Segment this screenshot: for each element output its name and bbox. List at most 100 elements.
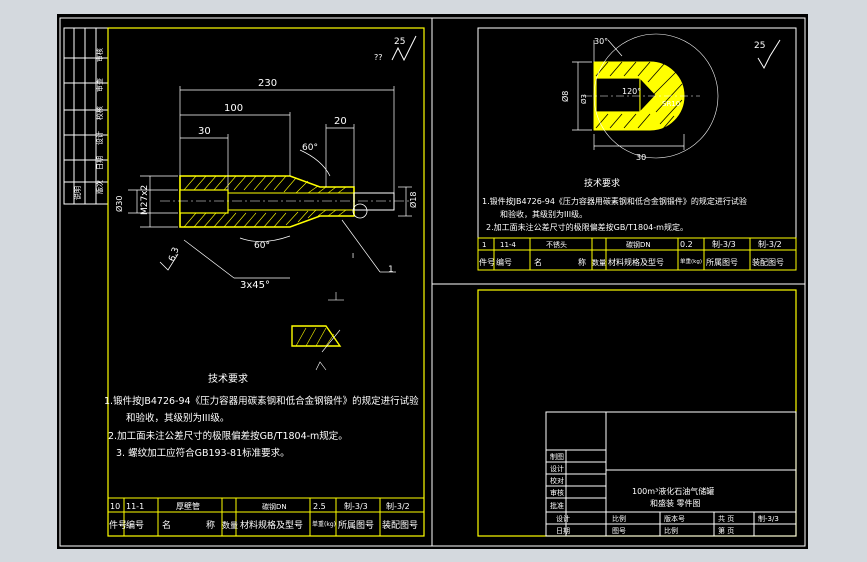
- dim-section-mark: 1: [388, 265, 394, 275]
- title-bottom-1: 日期: [556, 527, 570, 535]
- left-part-hatching: [183, 175, 347, 228]
- title-left-row-4: 批准: [550, 501, 564, 510]
- right-parts-table: 1 11-4 不锈头 碳钢DN 0.2 制-3/3 制-3/2 件号 编号 名 …: [477, 237, 797, 271]
- right-table-header-0: 件号: [479, 257, 495, 267]
- title-left-row-3: 审核: [550, 488, 564, 497]
- title-left-row-2: 校对: [550, 476, 564, 485]
- left-note-1: 和验收，其级别为III级。: [126, 412, 229, 424]
- dim-overall-length: 230: [258, 78, 277, 89]
- dim-length-30: 30: [198, 126, 211, 137]
- right-dim-length: 30: [636, 153, 646, 162]
- left-roughness-symbol: 25 ??: [374, 35, 417, 62]
- right-table-value-1: 11-4: [500, 241, 516, 249]
- title-bottom-6: 共 页: [718, 514, 734, 523]
- right-dim-angle-top: 30°: [594, 37, 608, 46]
- left-table-value-1: 11-1: [126, 502, 144, 511]
- title-bottom-4: 版本号: [664, 514, 685, 523]
- title-bottom-7: 第 页: [718, 526, 734, 535]
- right-dim-inner-dia: Ø3: [580, 94, 588, 104]
- right-table-header-2: 名: [534, 257, 542, 267]
- dim-cut-mark: I: [352, 252, 354, 260]
- dim-surface-63: 6.3: [167, 246, 181, 263]
- title-left-row-1: 设计: [550, 464, 564, 473]
- left-table-header-4: 数量: [222, 520, 238, 530]
- left-table-header-3: 称: [206, 519, 215, 531]
- title-block: 制图 设计 校对 审核 批准 100m³液化石油气储罐 和盛装 零件图 设计 日…: [545, 411, 797, 537]
- right-table-value-7: 制-3/3: [712, 239, 736, 249]
- side-label-3: 设计: [95, 131, 104, 145]
- left-table-value-7: 制-3/3: [344, 501, 368, 511]
- left-table-header-6: 单重(kg): [312, 520, 336, 528]
- left-table-value-0: 10: [110, 502, 120, 511]
- left-table-value-6: 2.5: [313, 502, 326, 511]
- left-dimensions: [128, 86, 412, 279]
- left-table-header-5: 材料规格及型号: [240, 519, 303, 531]
- left-roughness-extra: ??: [374, 53, 383, 62]
- dim-chamfer: 3x45°: [240, 280, 270, 291]
- left-table-header-7: 所属图号: [338, 520, 374, 531]
- left-part-tip: [353, 192, 395, 211]
- dim-diameter-right: Ø18: [408, 192, 418, 208]
- dim-thread: M27x2: [140, 185, 150, 215]
- left-roughness-value: 25: [394, 37, 405, 47]
- left-note-0: 1.锻件按JB4726-94《压力容器用碳素钢和低合金钢锻件》的规定进行试验: [104, 395, 419, 407]
- side-label-6: 说明: [73, 186, 82, 200]
- surface-mark-icon: [159, 253, 179, 271]
- left-table-header-1: 编号: [126, 519, 144, 531]
- detail-circle: [352, 203, 368, 219]
- right-table-value-3: 不锈头: [546, 240, 567, 249]
- right-table-header-4: 数量: [592, 258, 606, 267]
- right-table-header-5: 材料规格及型号: [608, 257, 664, 267]
- title-line-1: 100m³液化石油气储罐: [632, 486, 714, 496]
- left-table-header-0: 件号: [109, 519, 127, 531]
- right-dim-height: Ø8: [560, 91, 570, 102]
- left-table-value-2: 厚壁管: [176, 501, 200, 511]
- side-label-0: 审核: [95, 48, 104, 62]
- right-notes-title: 技术要求: [584, 177, 620, 189]
- side-strip: 审核 审查 校核 设计 日期 版次 说明: [63, 27, 109, 205]
- left-table-value-5: 碳钢DN: [262, 502, 287, 511]
- right-note-1: 和验收，其级别为III级。: [500, 209, 587, 219]
- right-part-drawing: [584, 33, 719, 159]
- right-table-header-8: 装配图号: [752, 257, 784, 267]
- title-bottom-3: 图号: [612, 527, 626, 535]
- title-left-row-0: 制图: [550, 452, 564, 461]
- side-label-5: 版次: [95, 180, 104, 194]
- right-table-header-7: 所属图号: [706, 257, 738, 267]
- dim-angle-bottom: 60°: [254, 241, 270, 251]
- side-label-1: 审查: [95, 78, 104, 92]
- left-note-2: 2.加工面未注公差尺寸的极限偏差按GB/T1804-m规定。: [108, 430, 348, 442]
- right-table-header-6: 单重(kg): [680, 257, 702, 265]
- right-table-value-6: 0.2: [680, 240, 693, 249]
- right-dimensions: [572, 39, 685, 150]
- left-note-3: 3. 螺纹加工应符合GB193-81标准要求。: [116, 447, 290, 459]
- right-roughness-symbol: 25: [754, 39, 781, 70]
- right-table-value-8: 制-3/2: [758, 239, 782, 249]
- right-note-2: 2.加工面未注公差尺寸的极限偏差按GB/T1804-m规定。: [486, 222, 688, 232]
- right-note-0: 1.锻件按JB4726-94《压力容器用碳素钢和低合金钢锻件》的规定进行试验: [482, 196, 747, 206]
- side-label-2: 校核: [95, 106, 104, 120]
- left-table-value-8: 制-3/2: [386, 501, 410, 511]
- radius-arc: [593, 33, 719, 159]
- left-part-drawing: [160, 175, 410, 228]
- left-part-bore: [179, 189, 229, 214]
- right-dim-angle-inner: 120°: [622, 87, 641, 96]
- left-notes-title: 技术要求: [208, 372, 248, 385]
- right-table-header-1: 编号: [496, 257, 512, 267]
- side-label-4: 日期: [96, 156, 104, 170]
- right-dim-radius: SR10: [662, 100, 680, 108]
- right-roughness-value: 25: [754, 41, 765, 51]
- title-line-2: 和盛装 零件图: [650, 498, 701, 508]
- left-table-header-8: 装配图号: [382, 519, 418, 531]
- title-bottom-2: 比例: [612, 514, 626, 523]
- dim-length-100: 100: [224, 103, 243, 114]
- right-table-value-0: 1: [482, 241, 486, 249]
- dim-length-20: 20: [334, 116, 347, 127]
- right-part-bore: [595, 77, 641, 113]
- left-parts-table: 10 11-1 厚壁管 碳钢DN 2.5 制-3/3 制-3/2 件号 编号 名…: [107, 497, 425, 537]
- title-bottom-8: 制-3/3: [758, 514, 779, 523]
- detail-view: [291, 325, 342, 371]
- left-part-outline: [179, 175, 355, 228]
- right-table-value-5: 碳钢DN: [626, 240, 651, 249]
